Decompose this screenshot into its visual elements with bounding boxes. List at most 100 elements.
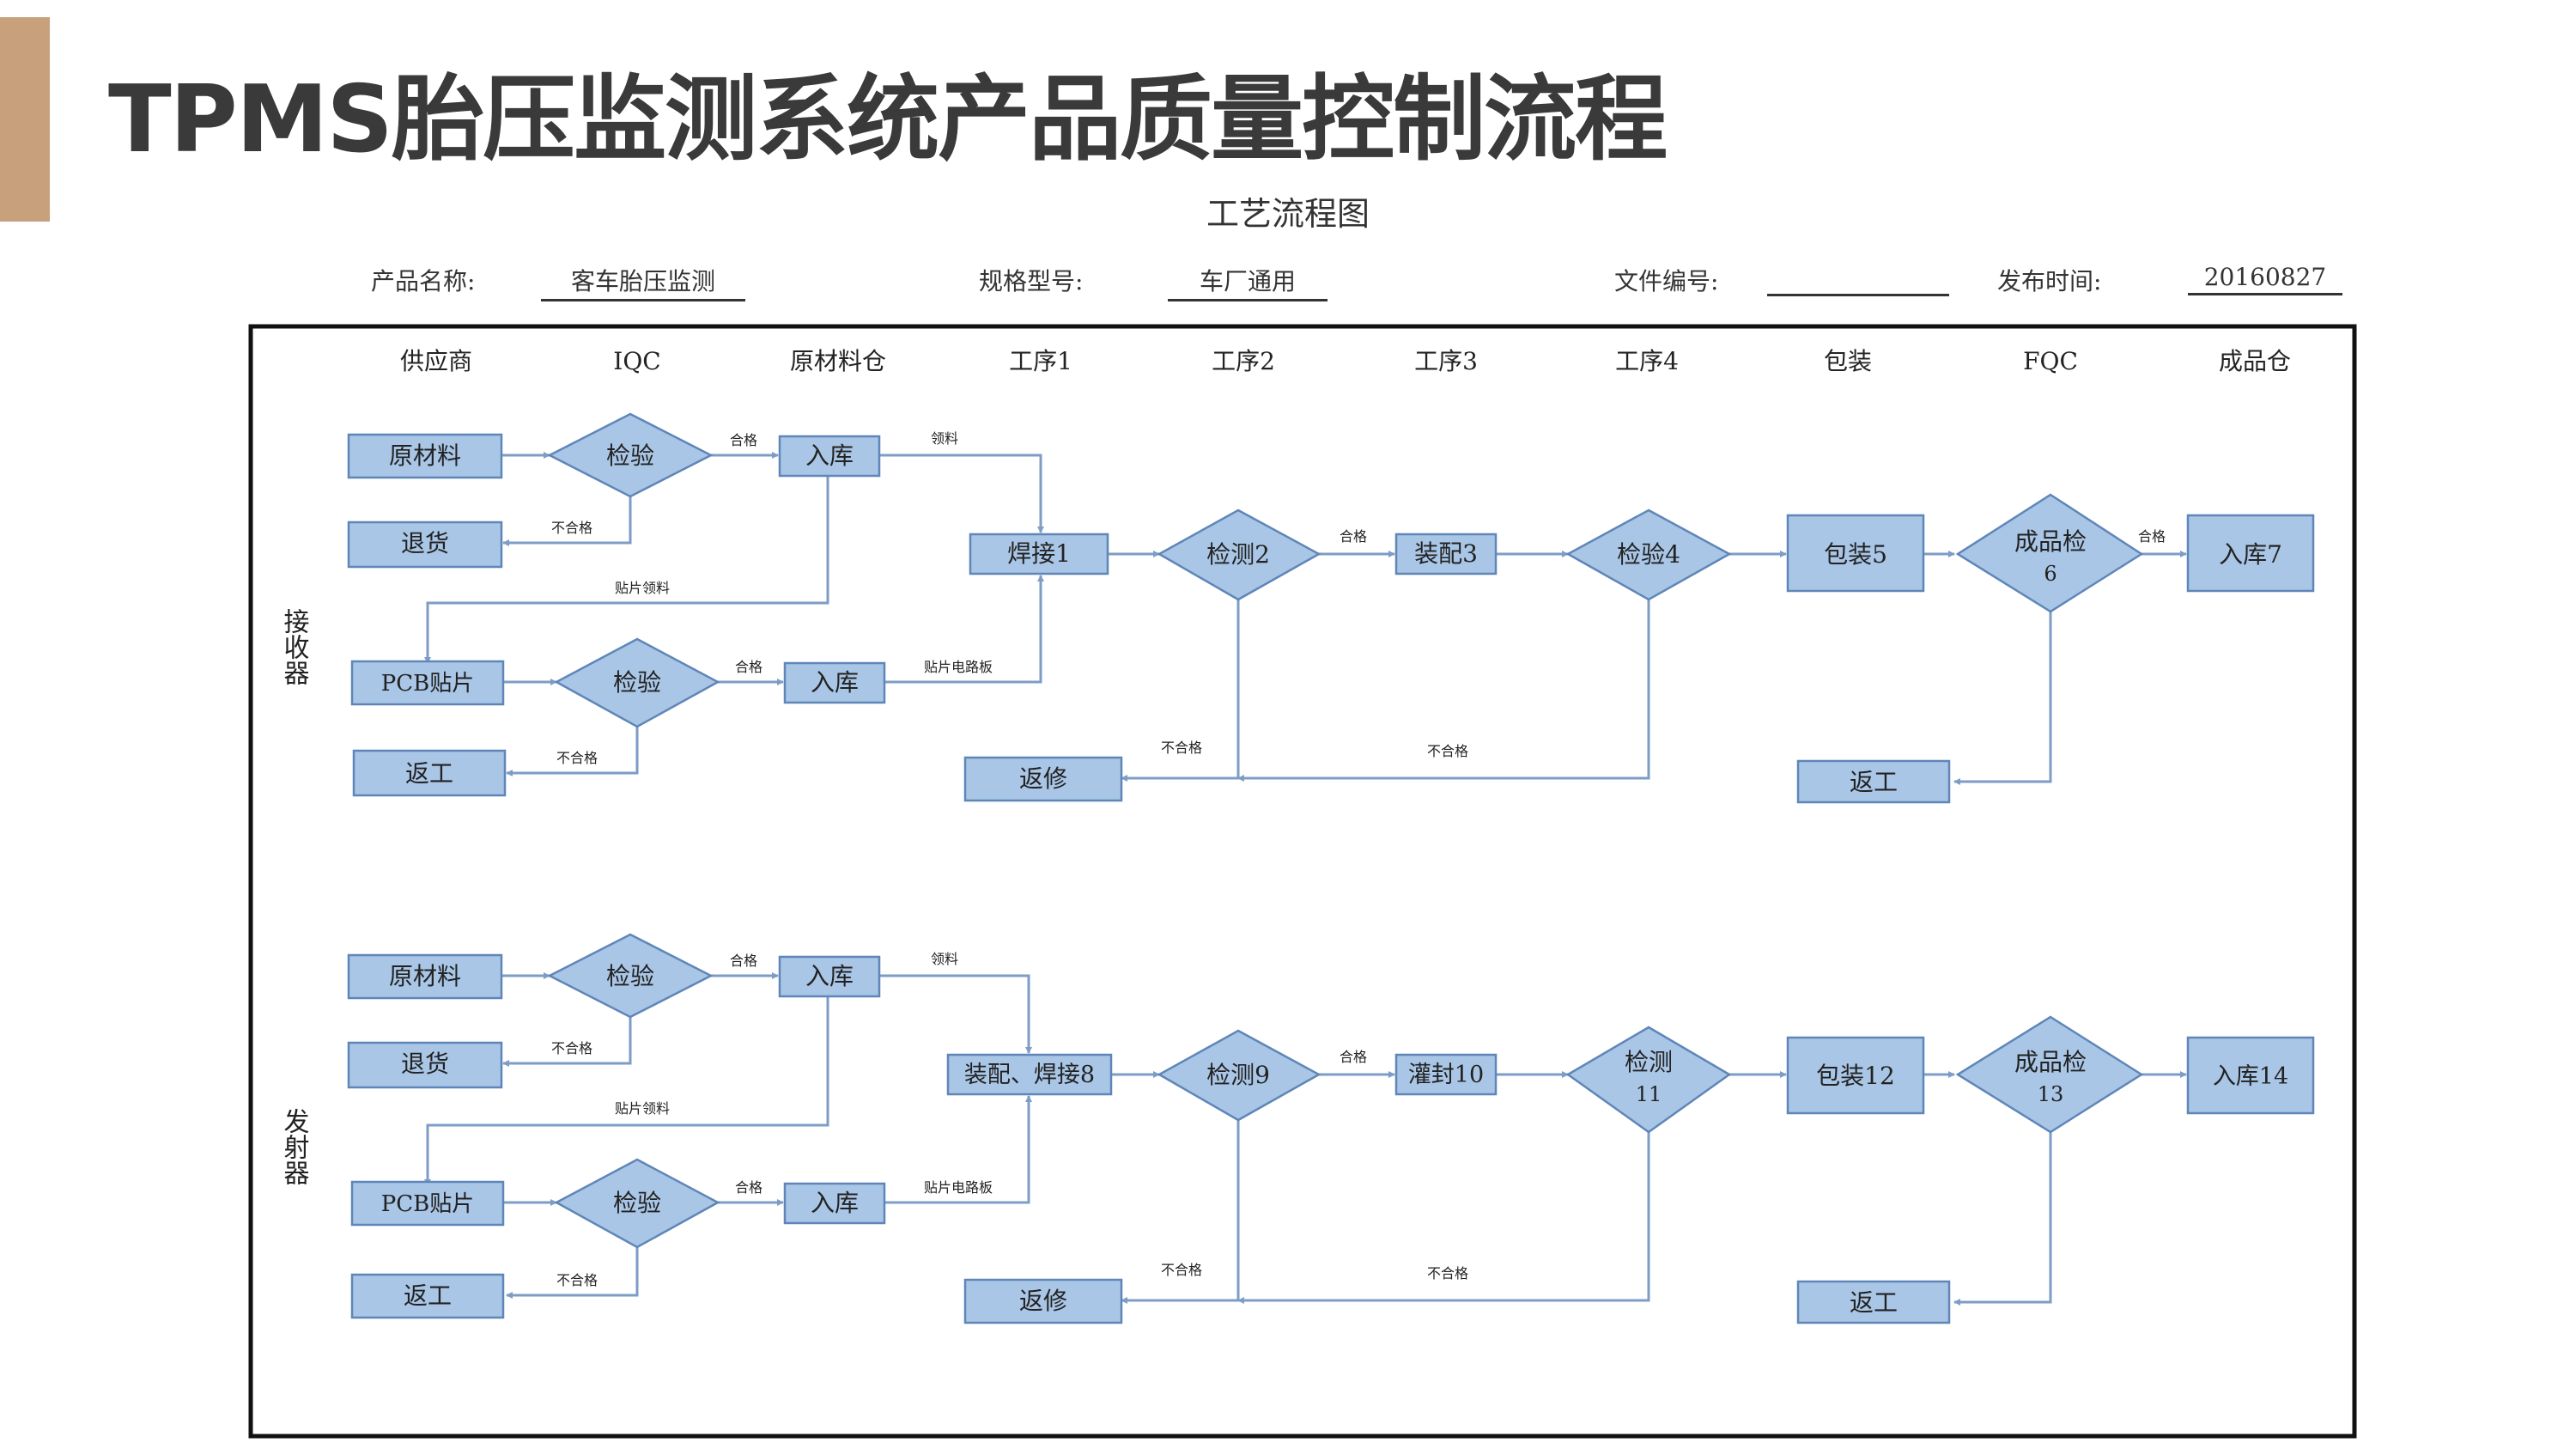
node-stock-a <box>778 435 881 478</box>
edge-step4-repair <box>1237 1120 1650 1304</box>
node-return-goods <box>347 521 503 569</box>
accent-bar <box>0 17 50 222</box>
col-step2: 工序2 <box>1212 347 1275 375</box>
edge-label-ng: 不合格 <box>1161 740 1202 756</box>
edge-check-return <box>502 496 632 546</box>
edge-label-ng: 不合格 <box>551 520 592 536</box>
node-iqc-check-label: 检验 <box>606 962 654 990</box>
edge-label-ng: 不合格 <box>1427 743 1468 759</box>
receiver-label: 接收器 <box>279 608 310 685</box>
node-step2 <box>1157 508 1321 601</box>
node-raw-material-label: 原材料 <box>389 441 461 470</box>
edge-label-pick: 领料 <box>931 430 958 447</box>
edge-stockb-step1 <box>884 1095 1032 1204</box>
column-headers: 供应商 IQC 原材料仓 工序1 工序2 工序3 工序4 包装 FQC 成品仓 <box>400 347 2291 375</box>
edge-stock-step1 <box>879 974 1032 1054</box>
edge-stock-step1 <box>879 454 1044 533</box>
node-pack-label: 包装5 <box>1824 540 1887 569</box>
node-step2-label: 检测2 <box>1206 540 1270 569</box>
col-step4: 工序4 <box>1615 347 1679 375</box>
node-rework-a <box>350 1273 505 1319</box>
receiver-connectors <box>424 452 2187 785</box>
node-rework-a <box>352 749 507 797</box>
receiver-section: 接收器 合格 不合格 领料 贴片领料 <box>279 412 2315 804</box>
edge-label-ng: 不合格 <box>1427 1265 1468 1282</box>
edge-label-ok: 合格 <box>735 659 762 675</box>
product-name-value: 客车胎压监测 <box>541 263 745 301</box>
col-final-store: 成品仓 <box>2219 347 2291 375</box>
node-step4-label-1: 检测 <box>1625 1048 1673 1076</box>
node-repair <box>963 1278 1123 1324</box>
transmitter-section: 发射器 合格 不合格 领料 贴片领料 合格 <box>279 933 2315 1324</box>
node-pack <box>1786 514 1925 593</box>
node-rework-b-label: 返工 <box>1850 1288 1898 1317</box>
edge-fqc-rework <box>1953 1132 2052 1306</box>
node-iqc-check <box>547 412 714 498</box>
node-fqc-label-2: 6 <box>2044 562 2057 586</box>
edge-label-ok: 合格 <box>730 953 757 969</box>
node-fqc <box>1955 493 2144 613</box>
edge-stock-pcb <box>424 993 829 1186</box>
edge-label-ok: 合格 <box>1340 1049 1367 1065</box>
receiver-edge-labels: 合格 不合格 领料 贴片领料 合格 不合格 贴片电路板 合格 合格 不合格 不合… <box>551 430 2166 766</box>
node-stock-b-label: 入库 <box>811 1189 859 1217</box>
chart-title: 工艺流程图 <box>1206 195 1370 233</box>
node-step4-label-2: 11 <box>1636 1082 1662 1106</box>
edge-stockb-step1 <box>884 575 1044 684</box>
doc-no-label: 文件编号: <box>1614 267 1719 295</box>
col-pack: 包装 <box>1824 347 1872 375</box>
release-value: 20160827 <box>2188 263 2342 295</box>
node-pack-label: 包装12 <box>1816 1062 1895 1090</box>
edge-label-ok: 合格 <box>735 1179 762 1196</box>
page-title: TPMS胎压监测系统产品质量控制流程 <box>108 66 1668 174</box>
edge-label-smt-pick: 贴片领料 <box>615 1100 670 1117</box>
node-rework-b-label: 返工 <box>1850 768 1898 796</box>
edge-step4-repair <box>1237 600 1650 782</box>
node-final-label: 入库14 <box>2213 1063 2288 1090</box>
node-stock-b <box>783 1182 886 1225</box>
col-step3: 工序3 <box>1414 347 1478 375</box>
transmitter-edge-labels: 合格 不合格 领料 贴片领料 合格 不合格 贴片电路板 合格 不合格 不合格 <box>551 951 1468 1288</box>
node-step3 <box>1394 533 1498 575</box>
edge-stock-pcb <box>424 472 829 664</box>
edge-label-ok: 合格 <box>1340 528 1367 545</box>
node-step2 <box>1157 1029 1321 1122</box>
node-final-label: 入库7 <box>2219 540 2282 569</box>
edge-label-ng: 不合格 <box>1161 1262 1202 1278</box>
node-stock-b <box>783 661 886 704</box>
edge-label-ng: 不合格 <box>556 750 598 766</box>
node-step3-label: 灌封10 <box>1408 1062 1484 1088</box>
node-stock-a <box>778 955 881 998</box>
node-return-goods-label: 退货 <box>401 529 449 557</box>
node-pcb <box>350 660 505 706</box>
node-return-goods <box>347 1041 503 1089</box>
node-step4 <box>1565 1026 1732 1134</box>
node-rework-a-label: 返工 <box>405 759 453 788</box>
node-repair-label: 返修 <box>1019 764 1067 793</box>
edge-fqc-rework <box>1953 612 2052 785</box>
node-pcb-check-label: 检验 <box>613 1189 661 1217</box>
node-step3-label: 装配3 <box>1414 539 1478 568</box>
release-label: 发布时间: <box>1997 267 2102 295</box>
doc-no-value <box>1767 263 1949 296</box>
col-fqc: FQC <box>2023 347 2078 375</box>
edge-check-return <box>502 1017 632 1067</box>
node-fqc-label-1: 成品检 <box>2014 1048 2087 1076</box>
spec-value: 车厂通用 <box>1168 263 1327 301</box>
node-rework-a-label: 返工 <box>404 1282 452 1310</box>
node-raw-material-label: 原材料 <box>389 962 461 990</box>
node-fqc <box>1955 1015 2144 1134</box>
edge-label-ok: 合格 <box>2138 528 2166 545</box>
node-iqc-check <box>547 933 714 1019</box>
edge-label-ng: 不合格 <box>556 1272 598 1288</box>
node-fqc-label-2: 13 <box>2038 1082 2064 1106</box>
node-pcb-check <box>554 637 720 728</box>
node-stock-b-label: 入库 <box>811 668 859 697</box>
node-repair-label: 返修 <box>1019 1287 1067 1315</box>
transmitter-connectors <box>424 972 2187 1306</box>
edge-label-ok: 合格 <box>730 432 757 448</box>
node-step1 <box>969 533 1109 575</box>
node-step1-label: 装配、焊接8 <box>964 1062 1095 1088</box>
node-pcb <box>350 1180 505 1227</box>
